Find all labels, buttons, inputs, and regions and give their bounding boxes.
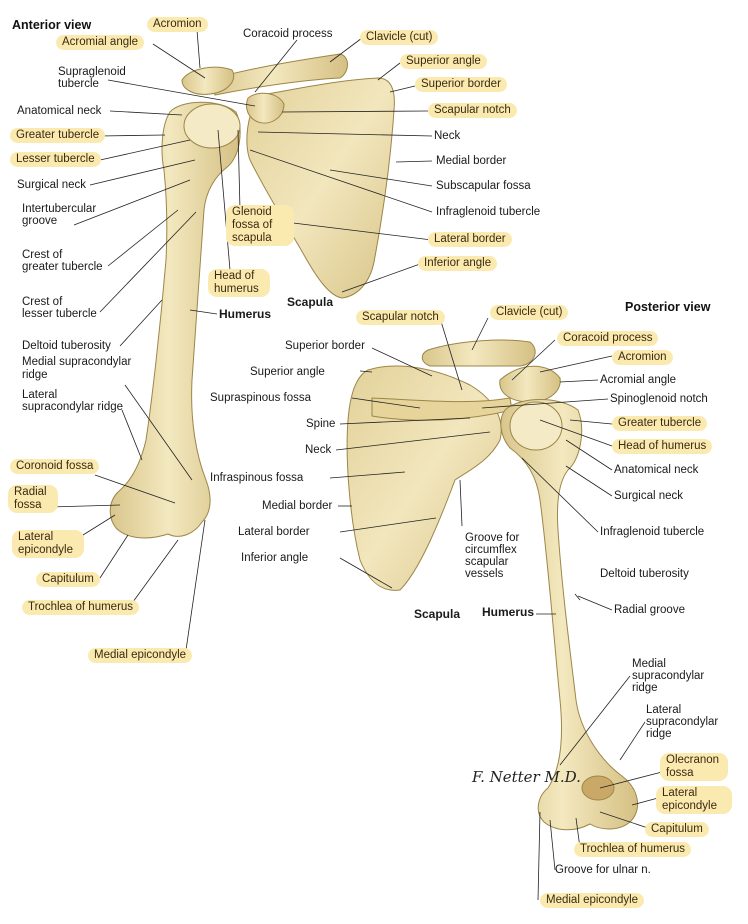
label-lateral-epicondyle-post: Lateral epicondyle (656, 786, 732, 814)
label-clavicle-post: Clavicle (cut) (490, 305, 569, 320)
label-neck-ant: Neck (434, 130, 461, 142)
label-superior-border-ant: Superior border (415, 77, 507, 92)
label-groove-1: Groove for (465, 532, 520, 544)
label-head-of-humerus-ant: Head of humerus (208, 269, 270, 297)
label-lateral-supracondylar-2: supracondylar ridge (22, 401, 124, 413)
label-medial-supracondylar-2: supracondylar (632, 670, 705, 682)
label-superior-angle-post: Superior angle (250, 366, 325, 378)
label-superior-border-post: Superior border (285, 340, 365, 352)
label-intertubercular-2: groove (22, 215, 58, 227)
label-olecranon-fossa-post: Olecranon fossa (660, 753, 728, 781)
label-crest-lesser-1: Crest of (22, 296, 63, 308)
label-deltoid-tuberosity-ant: Deltoid tuberosity (22, 340, 111, 352)
label-deltoid-tuberosity-post: Deltoid tuberosity (600, 568, 689, 580)
posterior-acromion (499, 365, 561, 403)
label-subscapular-fossa-ant: Subscapular fossa (436, 180, 531, 192)
anterior-view-title: Anterior view (12, 18, 92, 32)
label-infraglenoid-tubercle-post: Infraglenoid tubercle (600, 526, 705, 538)
posterior-clavicle (421, 339, 536, 367)
anterior-scapula (246, 77, 395, 299)
label-scapula-ant: Scapula (287, 295, 334, 309)
label-capitulum-ant: Capitulum (36, 572, 100, 587)
label-crest-greater-1: Crest of (22, 249, 63, 261)
label-groove-2: circumflex (465, 544, 517, 556)
label-greater-tubercle-post: Greater tubercle (612, 416, 708, 431)
posterior-humerus (500, 399, 638, 831)
label-radial-groove-post: Radial groove (614, 604, 685, 616)
label-anatomical-neck-ant: Anatomical neck (17, 105, 102, 117)
label-humerus-post: Humerus (482, 605, 535, 619)
label-glenoid-fossa-ant: Glenoid fossa of scapula (226, 205, 294, 246)
anterior-acromion (181, 66, 285, 124)
label-lateral-epicondyle-ant: Lateral epicondyle (12, 530, 84, 558)
label-capitulum-post: Capitulum (645, 822, 709, 837)
label-lateral-border-ant: Lateral border (428, 232, 512, 247)
label-humerus-ant: Humerus (219, 307, 272, 321)
label-groove-3: scapular (465, 556, 509, 568)
label-surgical-neck-ant: Surgical neck (17, 179, 87, 191)
label-trochlea-ant: Trochlea of humerus (22, 600, 140, 615)
label-acromial-angle-ant: Acromial angle (56, 35, 145, 50)
label-spine-post: Spine (306, 418, 336, 430)
label-coracoid-process-ant: Coracoid process (243, 28, 333, 40)
label-medial-border-post: Medial border (262, 500, 333, 512)
label-coronoid-fossa-ant: Coronoid fossa (10, 459, 100, 474)
label-medial-supracondylar-ant: Medial supracondylar ridge (22, 356, 132, 381)
label-superior-angle-ant: Superior angle (400, 54, 487, 69)
label-medial-epicondyle-ant: Medial epicondyle (88, 648, 193, 663)
label-greater-tubercle-ant: Greater tubercle (10, 128, 106, 143)
label-crest-lesser-2: lesser tubercle (22, 308, 97, 320)
netter-signature: F. Netter M.D. (472, 768, 581, 786)
label-infraglenoid-tubercle-ant: Infraglenoid tubercle (436, 206, 541, 218)
label-medial-supracondylar-1: Medial (632, 658, 666, 670)
label-spinoglenoid-notch-post: Spinoglenoid notch (610, 393, 708, 405)
posterior-view-title: Posterior view (625, 300, 711, 314)
label-lateral-supracondylar-post-2: supracondylar (646, 716, 719, 728)
label-surgical-neck-post: Surgical neck (614, 490, 684, 502)
label-intertubercular-1: Intertubercular (22, 203, 97, 215)
label-supraglenoid-1: Supraglenoid (58, 66, 126, 78)
label-acromion-post: Acromion (612, 350, 673, 365)
label-lateral-supracondylar-1: Lateral (22, 389, 58, 401)
label-scapular-notch-ant: Scapular notch (428, 103, 517, 118)
label-clavicle-ant: Clavicle (cut) (360, 30, 439, 45)
label-lateral-supracondylar-post-1: Lateral (646, 704, 682, 716)
label-trochlea-post: Trochlea of humerus (574, 842, 692, 857)
label-infraspinous-fossa-post: Infraspinous fossa (210, 472, 304, 484)
label-neck-post: Neck (305, 444, 332, 456)
leader-lines (49, 29, 663, 901)
anterior-humerus (109, 101, 241, 539)
label-medial-border-ant: Medial border (436, 155, 507, 167)
label-scapular-notch-post: Scapular notch (356, 310, 445, 325)
label-head-of-humerus-post: Head of humerus (612, 439, 713, 454)
label-lateral-supracondylar-post-3: ridge (646, 728, 672, 740)
label-crest-greater-2: greater tubercle (22, 261, 103, 273)
label-coracoid-process-post: Coracoid process (557, 331, 659, 346)
label-acromial-angle-post: Acromial angle (600, 374, 677, 386)
label-inferior-angle-ant: Inferior angle (418, 256, 498, 271)
label-medial-epicondyle-post: Medial epicondyle (540, 893, 645, 908)
label-supraglenoid-2: tubercle (58, 78, 99, 90)
label-supraspinous-fossa-post: Supraspinous fossa (210, 392, 312, 404)
label-anatomical-neck-post: Anatomical neck (614, 464, 699, 476)
label-groove-4: vessels (465, 568, 504, 580)
label-acromion-ant: Acromion (147, 17, 208, 32)
label-lesser-tubercle-ant: Lesser tubercle (10, 152, 101, 167)
label-radial-fossa-ant: Radial fossa (8, 485, 58, 513)
label-medial-supracondylar-3: ridge (632, 682, 658, 694)
label-scapula-post: Scapula (414, 607, 461, 621)
label-groove-ulnar-post: Groove for ulnar n. (555, 864, 651, 876)
label-inferior-angle-post: Inferior angle (241, 552, 309, 564)
label-lateral-border-post: Lateral border (238, 526, 310, 538)
